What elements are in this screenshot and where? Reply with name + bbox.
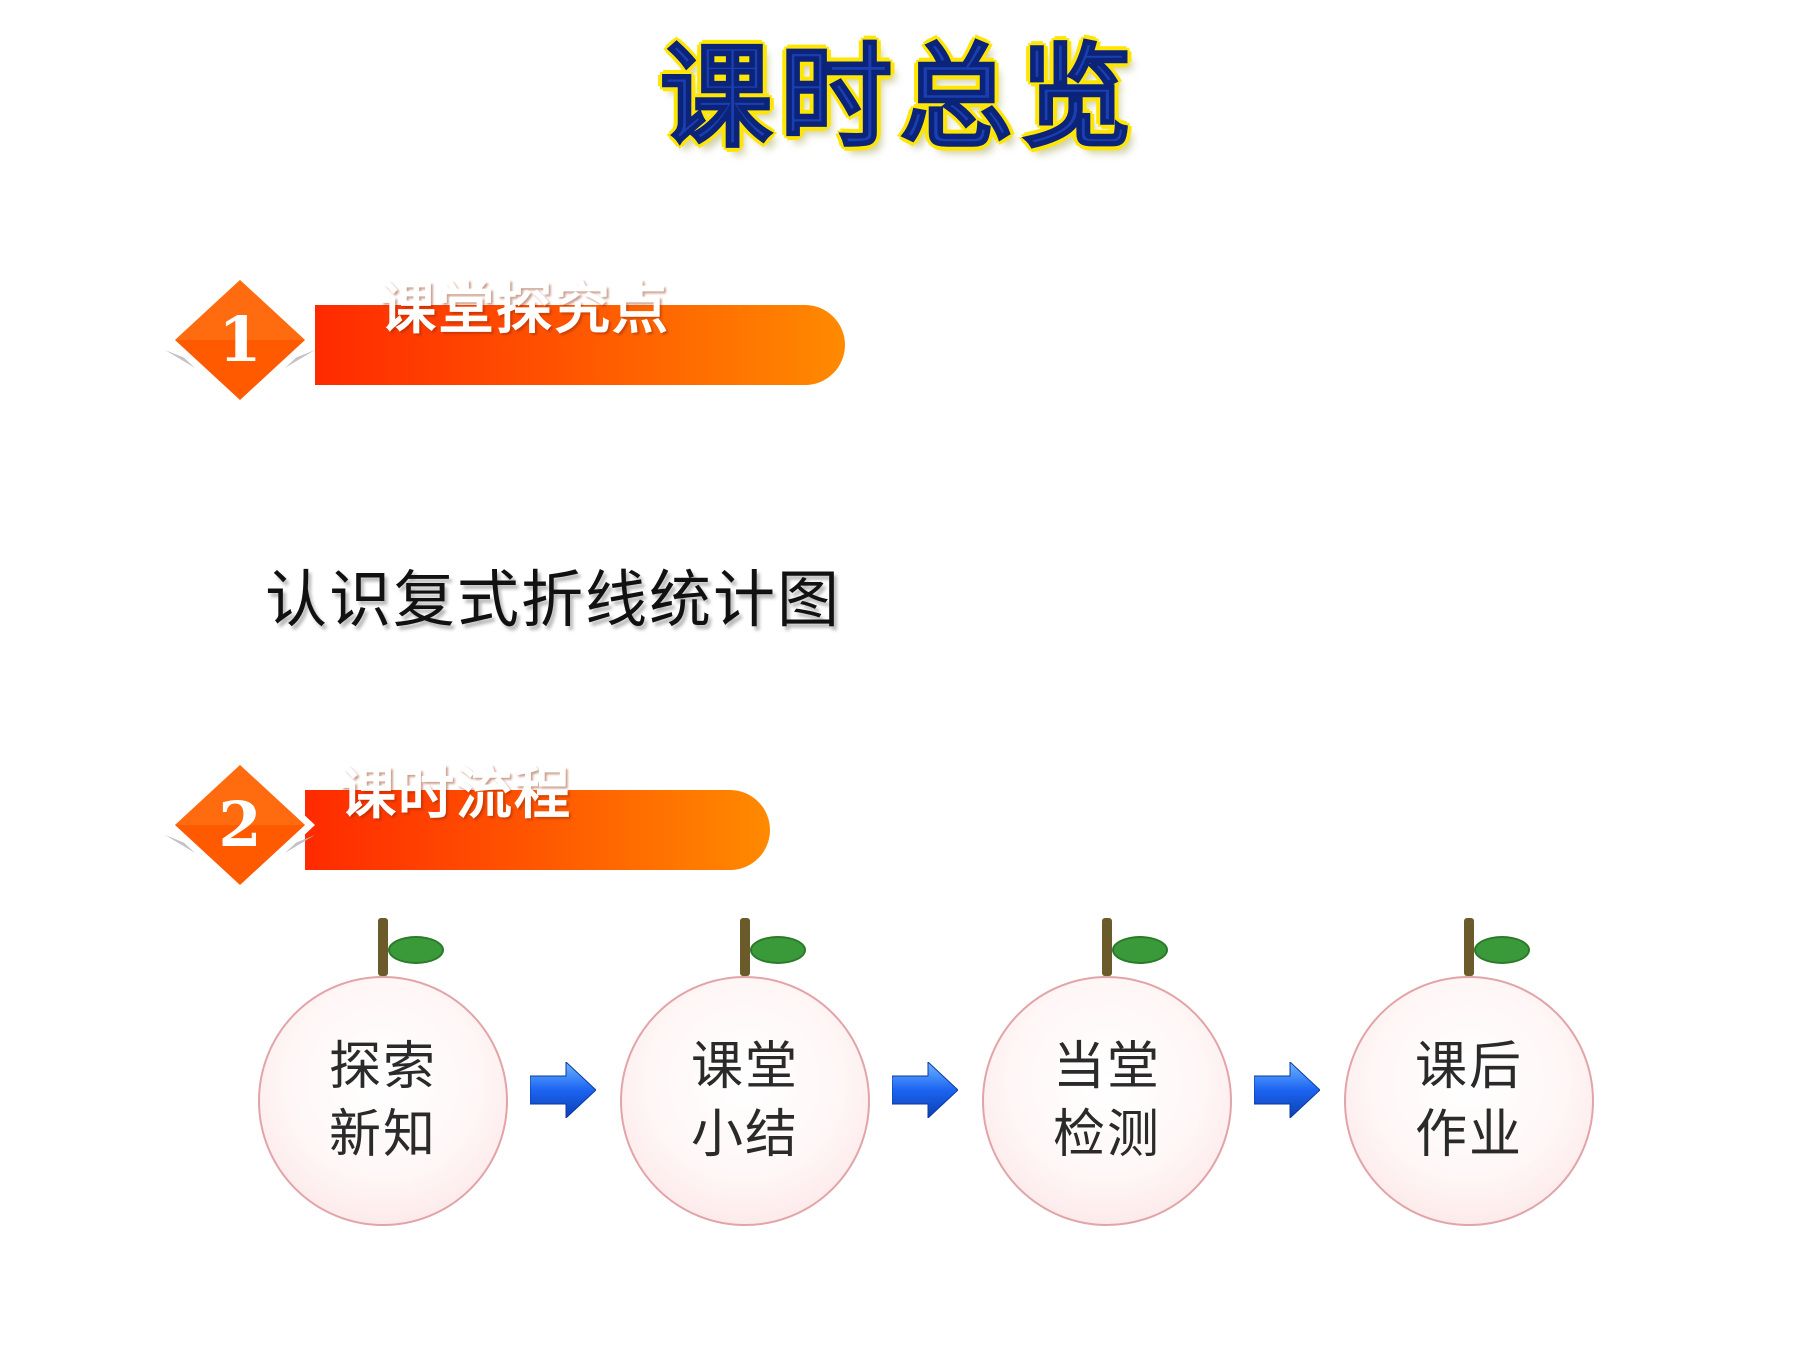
leaf-icon (1474, 936, 1530, 964)
stem-icon (1102, 918, 1112, 976)
section-header-2: 课时流程 2 (165, 755, 770, 905)
section-number: 1 (218, 303, 262, 376)
flow-step-text: 新知 (328, 1105, 437, 1165)
section-number: 2 (218, 788, 262, 861)
leaf-icon (388, 936, 444, 964)
right-arrow-icon (530, 1062, 596, 1118)
flow-step-text: 当堂 (1052, 1037, 1161, 1097)
flow-step-text: 课后 (1414, 1037, 1523, 1097)
flow-step-bubble: 当堂 检测 (982, 976, 1232, 1226)
flow-step-test: 当堂 检测 (982, 918, 1232, 1228)
flow-step-explore: 探索 新知 (258, 918, 508, 1228)
diamond-badge-icon: 1 (165, 270, 315, 420)
stem-icon (1464, 918, 1474, 976)
stem-icon (378, 918, 388, 976)
flow-step-text: 探索 (328, 1037, 437, 1097)
right-arrow-icon (1254, 1062, 1320, 1118)
flow-step-summary: 课堂 小结 (620, 918, 870, 1228)
section-header-bar (305, 790, 770, 870)
section-header-1: 课堂探究点 1 (165, 270, 845, 420)
flow-step-bubble: 课堂 小结 (620, 976, 870, 1226)
flow-step-text: 课堂 (690, 1037, 799, 1097)
flow-step-bubble: 课后 作业 (1344, 976, 1594, 1226)
flow-step-homework: 课后 作业 (1344, 918, 1594, 1228)
page-title: 课时总览 (659, 32, 1140, 164)
diamond-badge-icon: 2 (165, 755, 315, 905)
section-header-label: 课堂探究点 (380, 277, 670, 342)
topic-text: 认识复式折线统计图 (265, 563, 842, 636)
leaf-icon (1112, 936, 1168, 964)
flow-step-text: 作业 (1414, 1105, 1523, 1165)
flow-step-text: 检测 (1052, 1105, 1161, 1165)
flow-step-text: 小结 (690, 1105, 799, 1165)
stem-icon (740, 918, 750, 976)
leaf-icon (750, 936, 806, 964)
right-arrow-icon (892, 1062, 958, 1118)
section-header-label: 课时流程 (340, 762, 572, 827)
flow-step-bubble: 探索 新知 (258, 976, 508, 1226)
section-header-bar (315, 305, 845, 385)
